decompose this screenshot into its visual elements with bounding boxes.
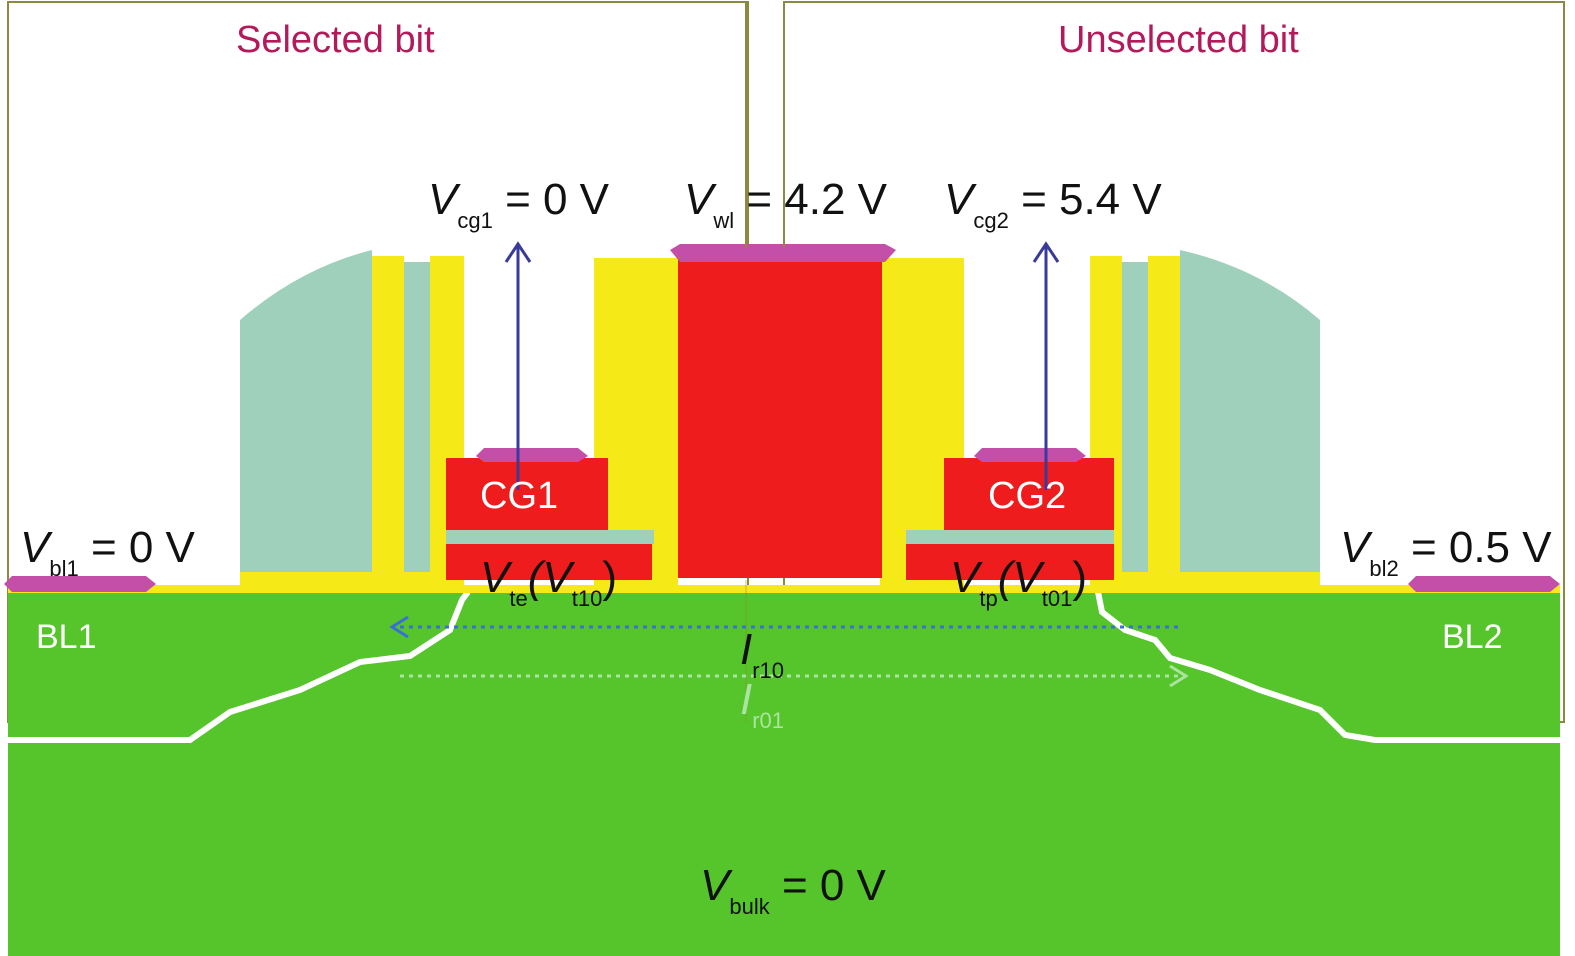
cg1-gate xyxy=(446,458,608,530)
junction-boundary-right xyxy=(1095,591,1560,743)
cg1-label: CG1 xyxy=(480,475,558,517)
vbl2-label: Vbl2 = 0.5 V xyxy=(1340,523,1552,581)
spacer-right-outer xyxy=(1180,250,1320,585)
bl1-label: BL1 xyxy=(36,618,97,656)
spacer-right-inner xyxy=(1122,262,1148,586)
junction-boundary-left xyxy=(8,590,471,743)
ir01-label: Ir01 xyxy=(740,675,784,733)
cg1-dielectric xyxy=(446,530,654,544)
vwl-label: Vwl = 4.2 V xyxy=(684,175,888,233)
word-line-gate xyxy=(678,256,882,578)
cg1-storage xyxy=(446,544,652,580)
threshold-label-left: Vte(Vt10) xyxy=(480,553,617,611)
cg2-storage xyxy=(906,544,1114,580)
bl1-contact xyxy=(4,576,156,592)
cg2-dielectric xyxy=(906,530,1114,544)
cg2-label: CG2 xyxy=(988,475,1066,517)
vbulk-label: Vbulk = 0 V xyxy=(700,861,887,919)
cg2-contact xyxy=(974,448,1086,462)
spacer-left-outer xyxy=(240,250,372,585)
threshold-label-right: Vtp(Vt01) xyxy=(950,553,1087,611)
bl2-contact xyxy=(1408,576,1560,592)
substrate xyxy=(8,590,1560,956)
selected-bit-title: Selected bit xyxy=(236,19,435,61)
unselected-bit-title: Unselected bit xyxy=(1058,19,1299,61)
spacer-left-inner xyxy=(404,262,430,586)
surface-oxide xyxy=(8,585,1560,593)
vcg1-label: Vcg1 = 0 V xyxy=(428,175,610,233)
current-ir10-arrow xyxy=(389,615,1178,639)
current-ir01-arrow xyxy=(400,664,1189,688)
oxide-right-floor xyxy=(1090,572,1320,586)
word-line-contact xyxy=(670,244,896,262)
cg1-arrow xyxy=(504,241,532,490)
ir10-label: Ir10 xyxy=(740,625,784,683)
vcg2-label: Vcg2 = 5.4 V xyxy=(944,175,1162,233)
oxide-left-bar1 xyxy=(372,256,404,586)
cg1-contact xyxy=(476,448,588,462)
oxide-left-floor xyxy=(240,572,464,586)
cg2-arrow xyxy=(1032,241,1060,490)
vbl1-label: Vbl1 = 0 V xyxy=(20,523,196,581)
cg2-gate xyxy=(944,458,1114,530)
oxide-right-bar1 xyxy=(1148,256,1180,586)
bl2-label: BL2 xyxy=(1442,618,1503,656)
